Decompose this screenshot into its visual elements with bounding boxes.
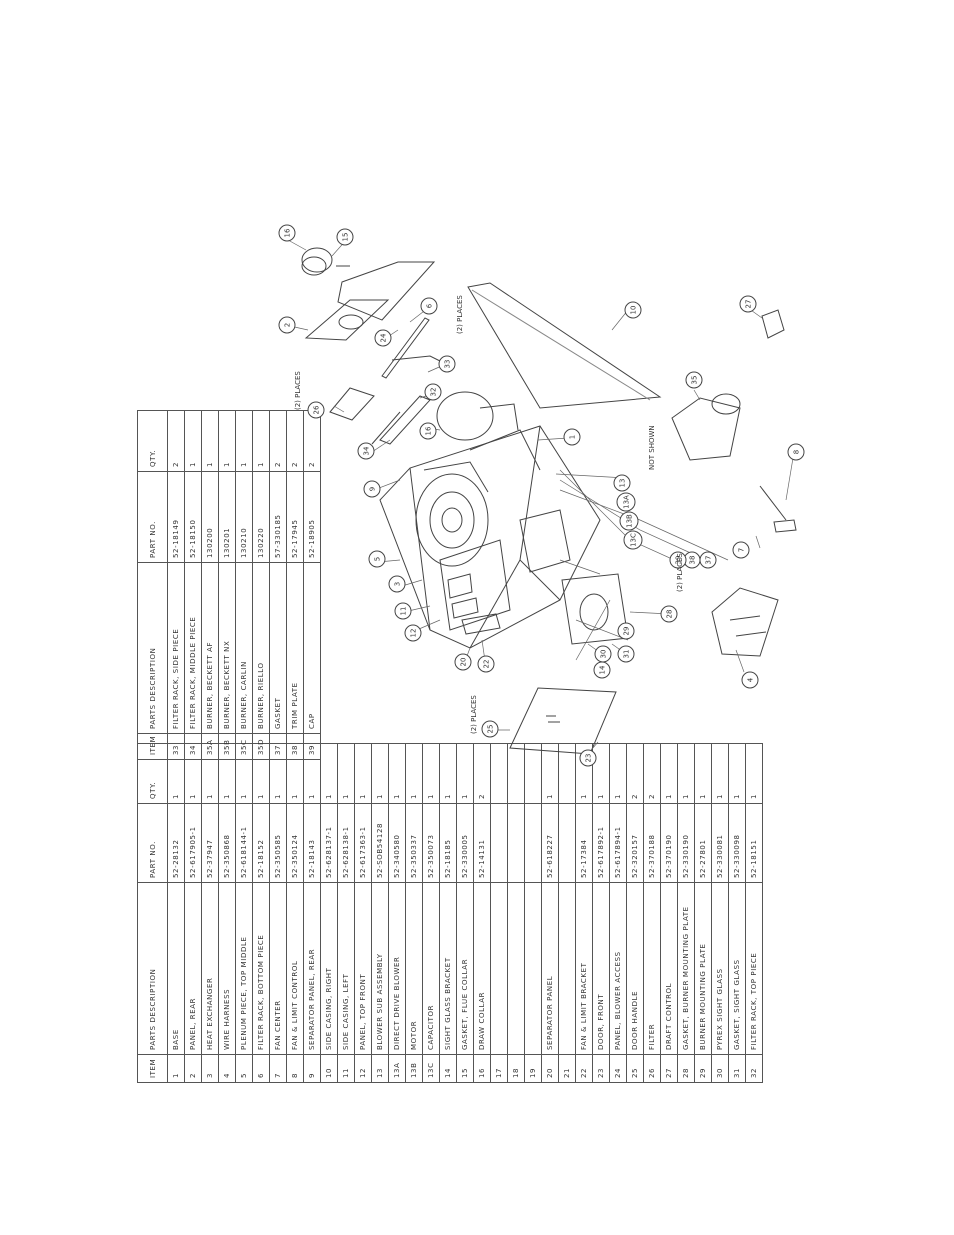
callout-10: 10 — [624, 301, 642, 319]
svg-text:27: 27 — [745, 300, 753, 309]
callout-13C: 13C — [623, 530, 643, 550]
svg-text:28: 28 — [666, 610, 674, 619]
callout-16: 16 — [419, 422, 437, 440]
svg-text:12: 12 — [410, 629, 418, 638]
svg-text:13B: 13B — [626, 514, 634, 528]
svg-text:24: 24 — [380, 333, 388, 342]
callout-30: 30 — [594, 645, 612, 663]
callout-13A: 13A — [616, 492, 636, 512]
callout-9: 9 — [363, 480, 381, 498]
callout-16: 16 — [278, 224, 296, 242]
svg-text:16: 16 — [284, 228, 292, 237]
svg-text:2: 2 — [284, 323, 292, 327]
callout-32: 32 — [424, 383, 442, 401]
svg-text:13A: 13A — [623, 495, 631, 509]
note-places-25: (2) PLACES — [470, 695, 478, 734]
svg-text:13C: 13C — [630, 533, 638, 547]
callout-13: 13 — [613, 474, 631, 492]
svg-text:10: 10 — [630, 306, 638, 315]
callout-2: 2 — [278, 316, 296, 334]
callout-15: 15 — [336, 228, 354, 246]
svg-text:35: 35 — [691, 376, 699, 385]
svg-text:20: 20 — [460, 658, 468, 667]
callout-23: 23 — [579, 749, 597, 767]
svg-text:38: 38 — [689, 556, 697, 565]
callout-3: 3 — [388, 575, 406, 593]
callout-14: 14 — [593, 661, 611, 679]
svg-text:14: 14 — [599, 665, 607, 674]
callout-1: 1 — [563, 428, 581, 446]
callout-26: 26 — [307, 401, 325, 419]
callout-6: 6 — [420, 297, 438, 315]
svg-text:9: 9 — [369, 487, 377, 491]
callout-13B: 13B — [619, 511, 639, 531]
callout-35: 35 — [685, 371, 703, 389]
svg-text:31: 31 — [623, 650, 631, 659]
note-places-39: (2) PLACES — [676, 553, 684, 592]
callout-34: 34 — [357, 442, 375, 460]
callout-20: 20 — [454, 653, 472, 671]
svg-text:1: 1 — [569, 435, 577, 439]
note-not-shown: NOT SHOWN — [648, 425, 656, 470]
svg-text:34: 34 — [363, 446, 371, 455]
callout-4: 4 — [741, 671, 759, 689]
callout-39: 39 — [669, 551, 687, 569]
callout-28: 28 — [660, 605, 678, 623]
callout-37: 37 — [699, 551, 717, 569]
callout-33: 33 — [438, 355, 456, 373]
svg-text:7: 7 — [738, 548, 746, 552]
svg-text:33: 33 — [444, 360, 452, 369]
callout-8: 8 — [787, 443, 805, 461]
svg-text:37: 37 — [705, 556, 713, 565]
callout-29: 29 — [617, 622, 635, 640]
svg-text:8: 8 — [793, 450, 801, 454]
svg-text:30: 30 — [600, 650, 608, 659]
svg-text:32: 32 — [430, 388, 438, 397]
callout-27: 27 — [739, 295, 757, 313]
note-places-26: (2) PLACES — [294, 371, 302, 410]
callout-24: 24 — [374, 329, 392, 347]
svg-text:4: 4 — [747, 677, 755, 682]
callout-5: 5 — [368, 550, 386, 568]
svg-text:25: 25 — [487, 725, 495, 734]
svg-text:11: 11 — [400, 607, 408, 616]
svg-text:23: 23 — [585, 754, 593, 763]
callout-11: 11 — [394, 602, 412, 620]
callout-12: 12 — [404, 624, 422, 642]
callout-7: 7 — [732, 541, 750, 559]
svg-text:13: 13 — [619, 479, 627, 488]
callout-31: 31 — [617, 645, 635, 663]
svg-text:16: 16 — [425, 426, 433, 435]
svg-text:22: 22 — [483, 660, 491, 669]
svg-text:29: 29 — [623, 627, 631, 636]
svg-text:3: 3 — [394, 582, 402, 586]
callout-25: 25 — [481, 720, 499, 738]
svg-text:26: 26 — [313, 405, 321, 414]
svg-text:5: 5 — [374, 557, 382, 561]
svg-text:39: 39 — [675, 556, 683, 565]
note-places-10: (2) PLACES — [456, 295, 464, 334]
svg-text:15: 15 — [342, 233, 350, 242]
svg-text:6: 6 — [426, 303, 434, 308]
callout-22: 22 — [477, 655, 495, 673]
